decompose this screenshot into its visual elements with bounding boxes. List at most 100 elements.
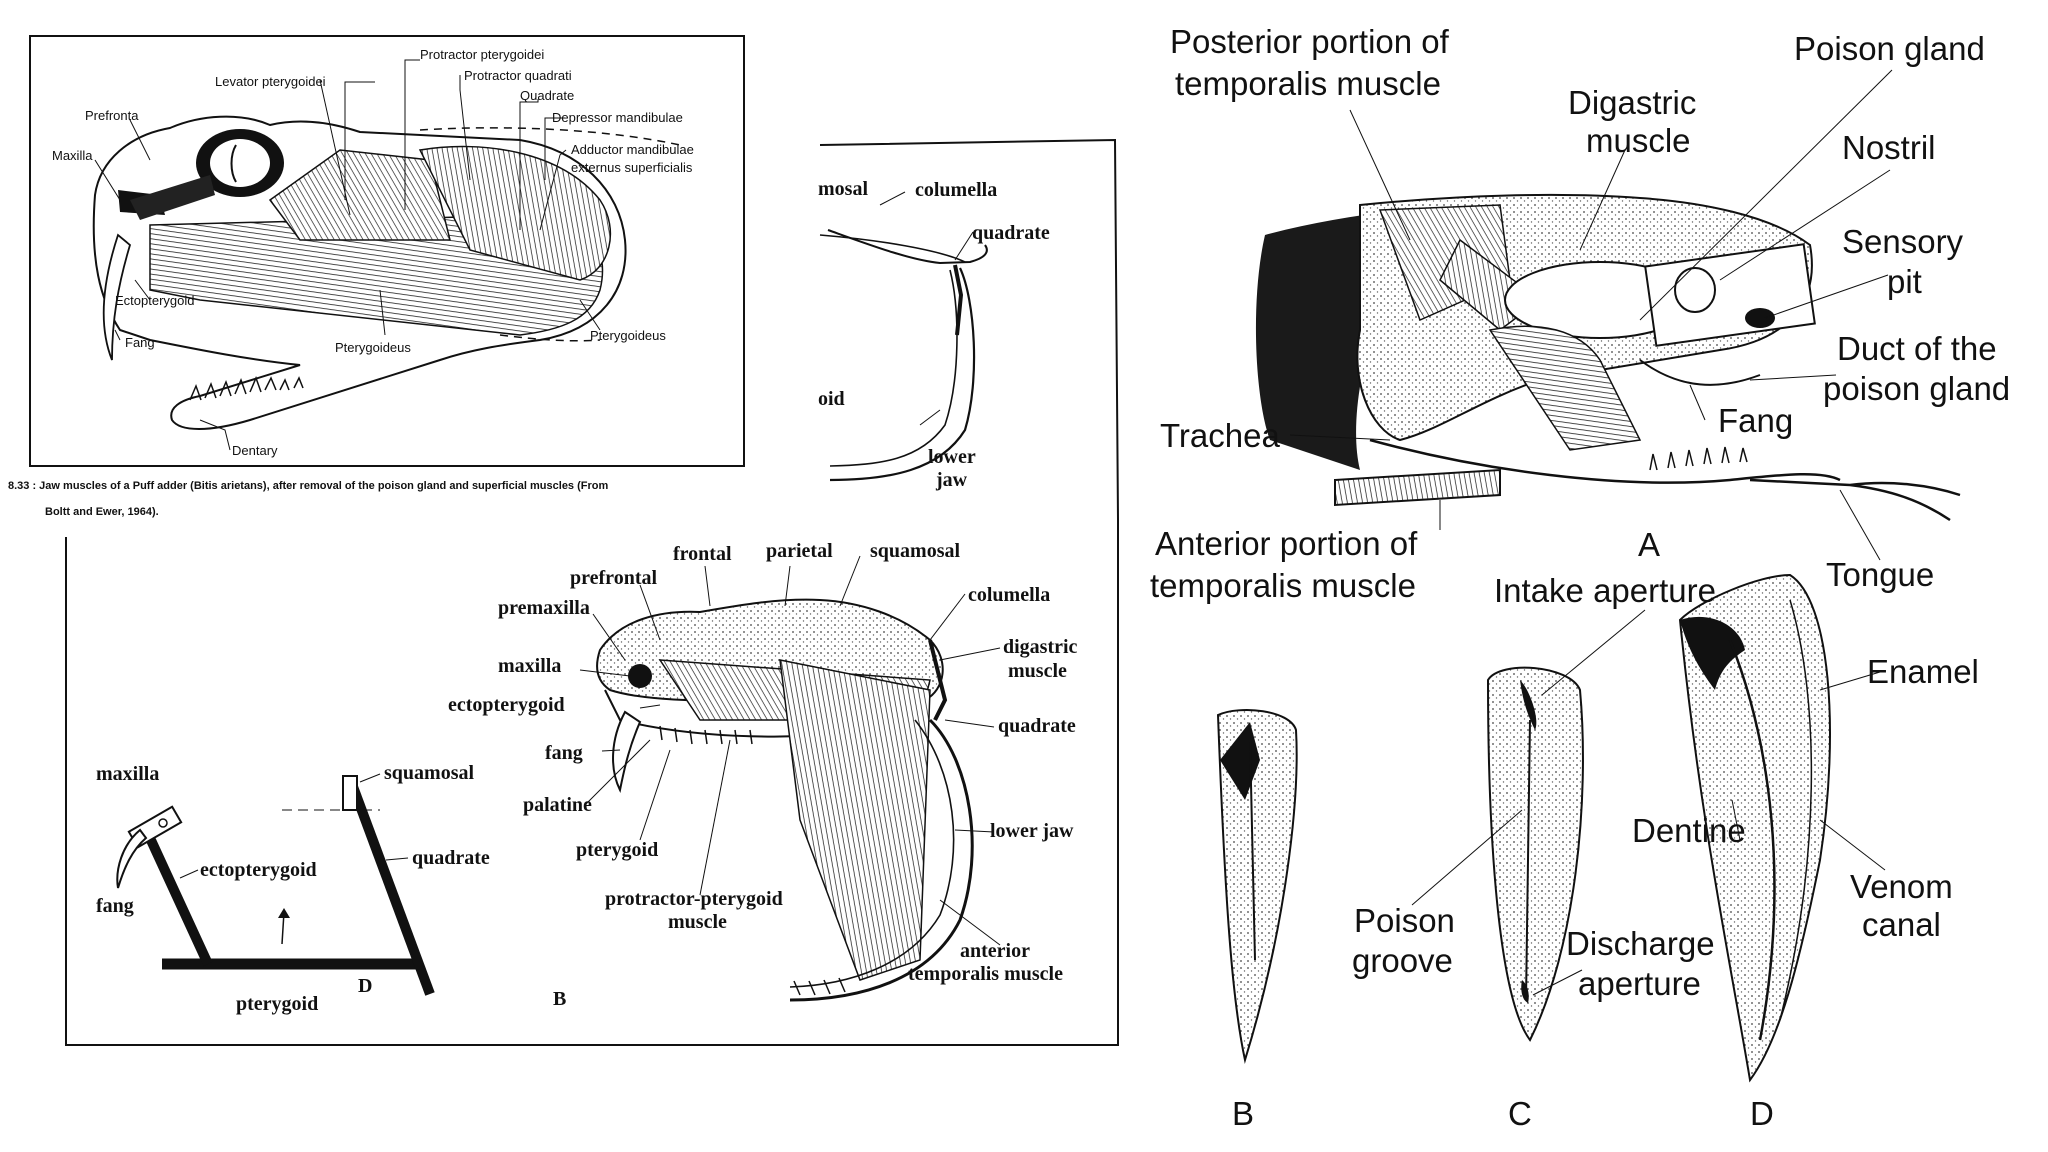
fang-c-discharge: [1521, 980, 1529, 1003]
label-b-pterygoid: pterygoid: [576, 839, 658, 861]
fang-c-groove: [1525, 719, 1531, 1001]
head-a-leaders: [1289, 69, 1893, 561]
partial-skull-panel: mosal columella quadrate oid lower jaw: [818, 138, 1119, 521]
label-a-trachea: Trachea: [1160, 417, 1280, 454]
label-b-anterior-2: temporalis muscle: [908, 963, 1063, 985]
label-b-lower-jaw: lower jaw: [990, 820, 1074, 842]
head-a-teeth: [1649, 446, 1748, 471]
skull-b-teeth: [659, 725, 846, 996]
label-b-frontal: frontal: [673, 543, 732, 565]
label-b-columella: columella: [968, 584, 1050, 606]
label-b-quadrate: quadrate: [998, 715, 1076, 737]
label-a-fang: Fang: [1718, 402, 1793, 439]
label-d-maxilla: maxilla: [96, 763, 159, 785]
label-dentine: Dentine: [1632, 812, 1746, 849]
label-d-letter: D: [358, 975, 372, 997]
head-a-eye: [1674, 267, 1716, 313]
label-b-premaxilla: premaxilla: [498, 597, 590, 619]
label-enamel: Enamel: [1867, 653, 1979, 690]
label-adductor-2: externus superficialis: [571, 160, 693, 175]
label-a-duct-1: Duct of the: [1837, 330, 1997, 367]
label-prefronta: Prefronta: [85, 108, 139, 123]
skull-b-panel: maxilla squamosal quadrate ectopterygoid…: [65, 520, 1119, 1046]
fang-b-line: [1249, 739, 1256, 961]
fang-d-enamel: [1779, 599, 1813, 1021]
label-a-duct-2: poison gland: [1823, 370, 2010, 407]
label-a-sensory-1: Sensory: [1842, 223, 1964, 260]
figure-caption-line1: 8.33 : Jaw muscles of a Puff adder (Biti…: [8, 480, 608, 492]
puff-adder-fang: [102, 233, 132, 361]
fangs-leaders: [1411, 609, 1886, 996]
fang-d: [1678, 573, 1831, 1083]
label-d-ectopterygoid: ectopterygoid: [200, 859, 317, 881]
label-a-digastric-2: muscle: [1586, 122, 1691, 159]
label-a-letter: A: [1638, 526, 1660, 563]
label-a-poison-gland: Poison gland: [1794, 30, 1985, 67]
label-b-protractor-1: protractor-pterygoid: [605, 888, 783, 910]
head-a-muscle-mass: [1488, 325, 1642, 451]
label-a-posterior-1: Posterior portion of: [1170, 23, 1450, 60]
partial-lower-jaw-inner: [829, 269, 958, 467]
fang-d-canal: [1728, 639, 1776, 1041]
label-b-parietal: parietal: [766, 540, 833, 562]
label-discharge-2: aperture: [1578, 965, 1701, 1002]
label-quadrate: Quadrate: [520, 88, 574, 103]
label-partial-columella: columella: [915, 179, 997, 201]
label-b-squamosal: squamosal: [870, 540, 960, 562]
label-b-palatine: palatine: [523, 794, 592, 816]
label-levator-pterygoidei: Levator pterygoidei: [215, 74, 326, 89]
label-fang: Fang: [125, 335, 155, 350]
label-fang-letter-d: D: [1750, 1095, 1774, 1132]
label-pterygoideus-right: Pterygoideus: [590, 328, 666, 343]
label-a-anterior-2: temporalis muscle: [1150, 567, 1416, 604]
skull-b-lower-jaw: [789, 718, 974, 1002]
label-b-protractor-2: muscle: [668, 911, 727, 933]
label-pterygoideus-center: Pterygoideus: [335, 340, 411, 355]
snout-dark: [130, 175, 215, 220]
label-maxilla: Maxilla: [52, 148, 93, 163]
puff-adder-pupil: [230, 144, 237, 183]
skull-b-frame: [65, 520, 1119, 1046]
label-b-anterior-1: anterior: [960, 940, 1030, 962]
label-adductor-1: Adductor mandibulae: [571, 142, 694, 157]
puff-adder-dashed2: [499, 334, 601, 342]
label-partial-squamosal: mosal: [818, 178, 868, 200]
skull-b: frontal parietal squamosal prefrontal pr…: [448, 540, 1078, 1010]
label-partial-quadrate: quadrate: [972, 222, 1050, 244]
label-poison-groove-2: groove: [1352, 942, 1453, 979]
head-a-tongue: [1749, 478, 1961, 522]
fangs-panel: Intake aperture Enamel Dentine Venom can…: [1216, 572, 1979, 1132]
label-d-quadrate: quadrate: [412, 847, 490, 869]
label-ectopterygoid: Ectopterygoid: [115, 293, 195, 308]
label-d-fang: fang: [96, 895, 134, 917]
label-a-anterior-1: Anterior portion of: [1155, 525, 1418, 562]
label-b-digastric-1: digastric: [1003, 636, 1078, 658]
label-a-tongue: Tongue: [1826, 556, 1934, 593]
label-venom-2: canal: [1862, 906, 1941, 943]
head-a-lower-jaw: [1369, 438, 1841, 484]
label-b-digastric-2: muscle: [1008, 660, 1067, 682]
puff-adder-panel: Levator pterygoidei Protractor pterygoid…: [8, 35, 745, 518]
partial-skull-frame: [819, 138, 1119, 521]
fang-c-aperture: [1520, 680, 1537, 730]
label-a-digastric-1: Digastric: [1568, 84, 1696, 121]
partial-lower-jaw: [829, 267, 976, 482]
label-venom-1: Venom: [1850, 868, 1953, 905]
dentary-teeth: [189, 375, 304, 401]
head-a-trachea: [1334, 468, 1501, 507]
label-protractor-pterygoidei: Protractor pterygoidei: [420, 47, 544, 62]
label-b-letter: B: [553, 988, 566, 1010]
skull-b-quadrate: [928, 639, 948, 721]
label-a-sensory-2: pit: [1887, 263, 1922, 300]
puff-adder-leaders: [94, 59, 601, 451]
skull-b-eye: [628, 664, 652, 688]
label-b-fang: fang: [545, 742, 583, 764]
adductor-muscle: [418, 145, 612, 281]
skull-b-leaders: [579, 555, 1001, 946]
partial-leaders: [879, 191, 974, 426]
skull-b-fang: [612, 710, 642, 794]
label-a-posterior-2: temporalis muscle: [1175, 65, 1441, 102]
figure-caption-line2: Boltt and Ewer, 1964).: [45, 506, 159, 518]
head-a-sensory-pit: [1745, 308, 1775, 328]
